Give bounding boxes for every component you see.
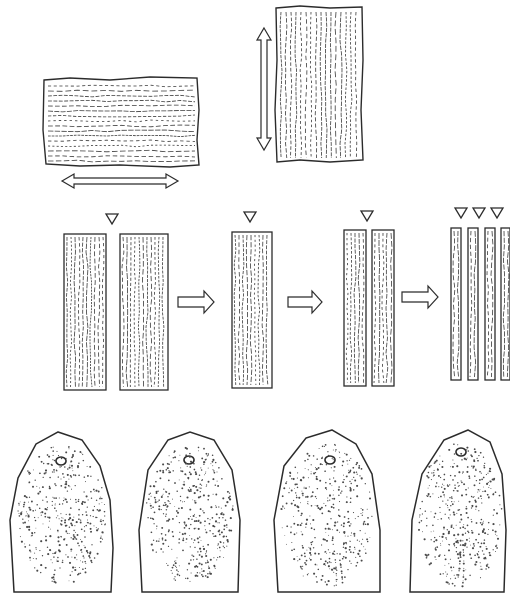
cut-marker-icon xyxy=(491,208,503,218)
stone-pendant xyxy=(410,430,506,592)
stone-pendant xyxy=(139,432,240,592)
bark-strip xyxy=(485,228,495,380)
right-arrow-icon xyxy=(178,291,214,313)
double-arrow-horizontal-icon xyxy=(62,174,178,188)
cut-marker-icon xyxy=(361,211,373,221)
cut-marker-icon xyxy=(455,208,467,218)
double-arrow-vertical-icon xyxy=(257,28,271,150)
cut-marker-icon xyxy=(244,212,256,222)
bark-strip xyxy=(120,234,168,390)
bark-strip xyxy=(501,228,510,380)
bark-strip xyxy=(468,228,478,380)
row-3-pendants xyxy=(10,430,506,592)
stage-4 xyxy=(451,208,510,380)
cut-marker-icon xyxy=(473,208,485,218)
row-1-raw-sheets xyxy=(43,6,363,188)
right-arrow-icon xyxy=(288,291,322,313)
bark-strip xyxy=(344,230,366,386)
bark-sheet-horizontal xyxy=(43,77,199,167)
stone-pendant xyxy=(10,432,113,592)
stage-3 xyxy=(344,211,394,386)
stage-2 xyxy=(232,212,272,388)
pendant-hole xyxy=(456,448,466,456)
bark-strip xyxy=(64,234,106,390)
right-arrow-icon xyxy=(402,286,438,308)
bark-strip xyxy=(451,228,461,380)
cut-marker-icon xyxy=(106,214,118,224)
stage-1 xyxy=(64,214,168,390)
bark-strip xyxy=(232,232,272,388)
bark-strip xyxy=(372,230,394,386)
stone-pendant xyxy=(274,430,380,592)
bark-sheet-vertical xyxy=(275,6,363,162)
row-2-strip-splitting xyxy=(64,208,510,390)
